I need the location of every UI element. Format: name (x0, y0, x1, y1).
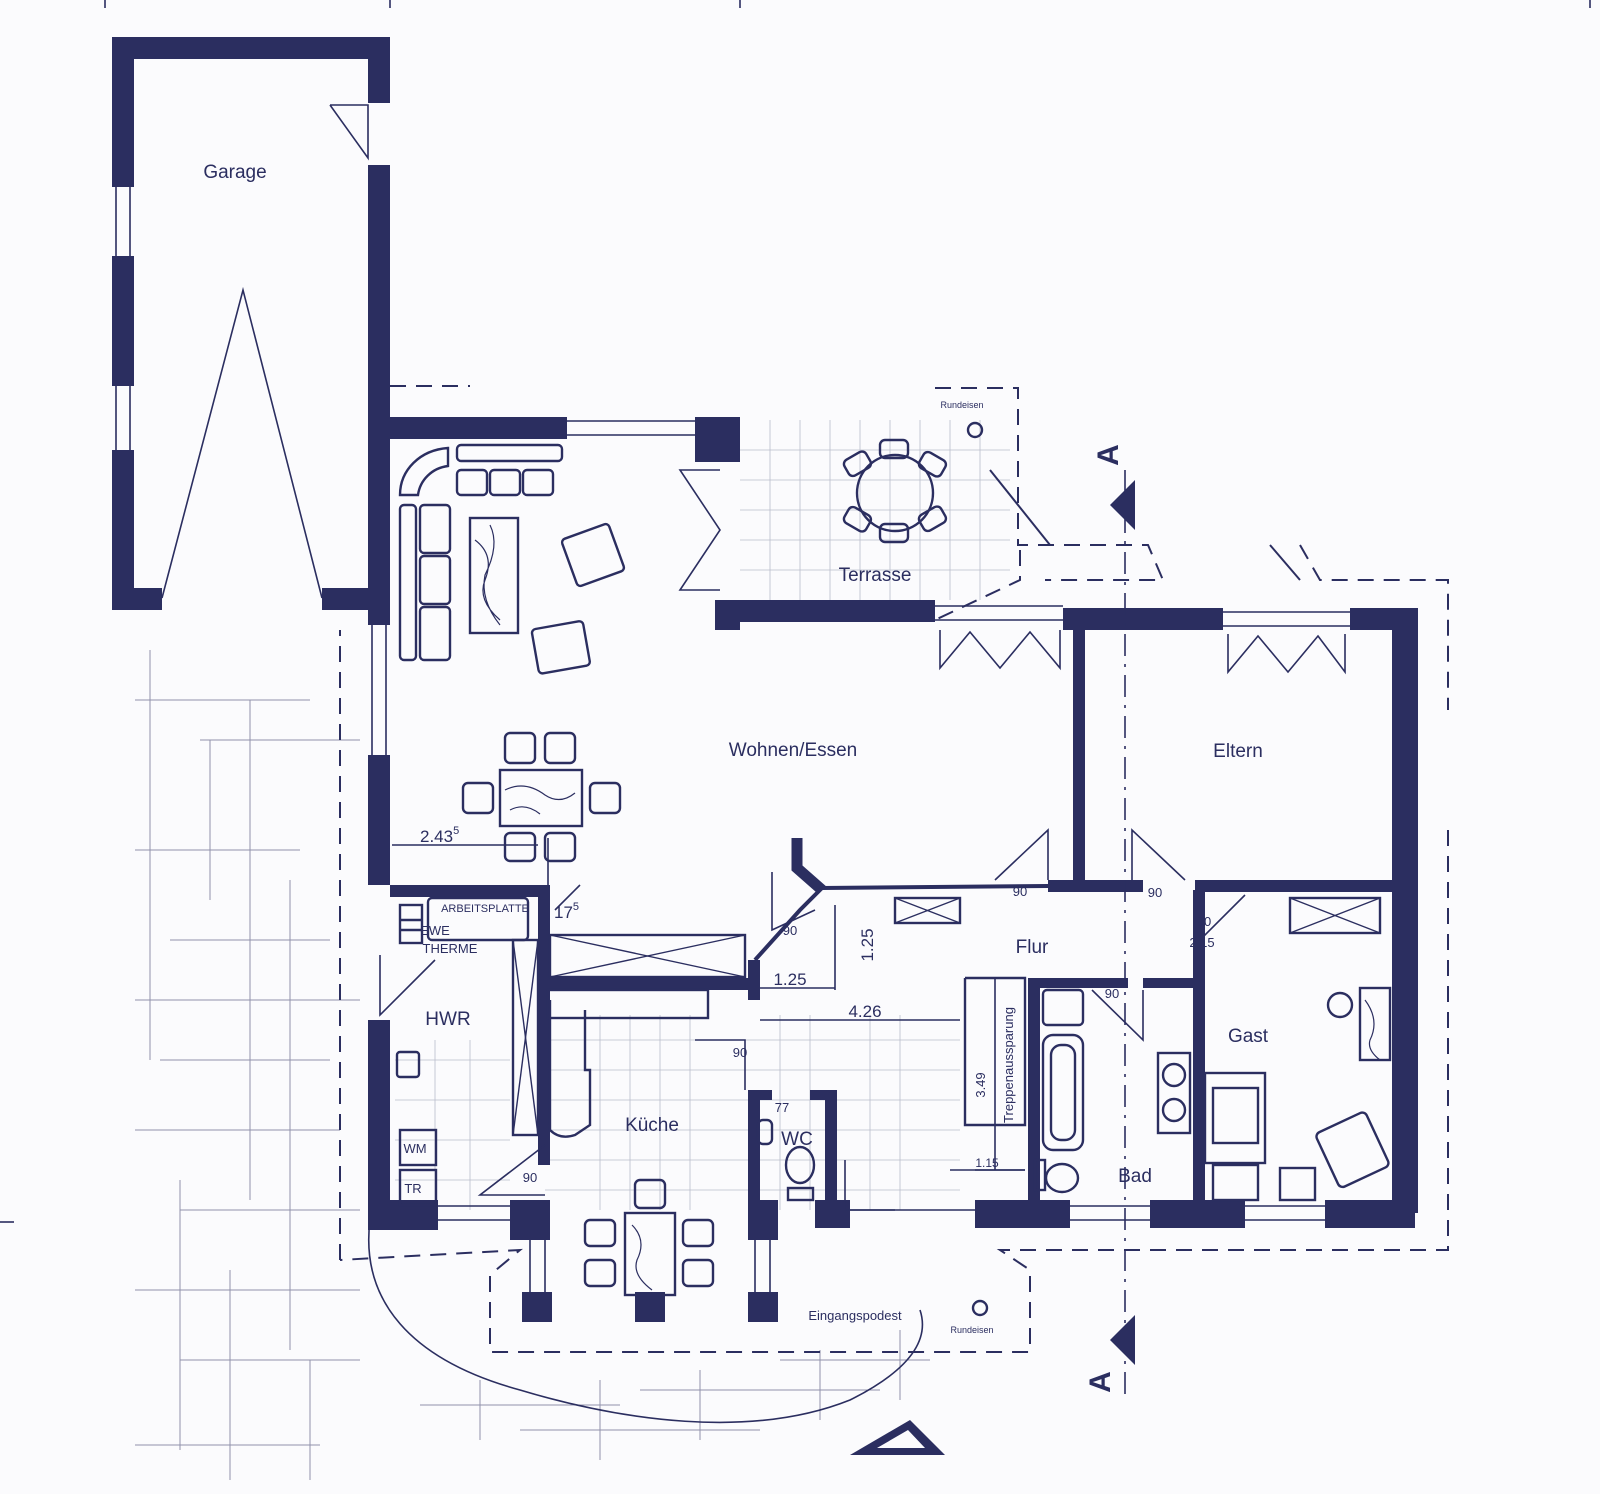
border-ticks (0, 0, 1591, 1223)
label-flur: Flur (1016, 937, 1049, 958)
dim-77: 77 (775, 1100, 789, 1115)
label-eingangspodest: Eingangspodest (808, 1308, 902, 1323)
label-garage: Garage (203, 162, 266, 183)
dim-90-flur-a: 90 (1013, 884, 1027, 899)
label-kueche: Küche (625, 1115, 679, 1136)
label-ewe: EWE (420, 923, 450, 938)
label-eltern: Eltern (1213, 741, 1263, 762)
dim-215: 2.15 (1189, 935, 1214, 950)
dim-125-vertical: 1.25 (858, 928, 877, 961)
dim-115: 1.15 (975, 1156, 999, 1170)
room-labels: Garage Terrasse Wohnen/Essen Eltern Flur… (203, 162, 1268, 1187)
label-wohnen-essen: Wohnen/Essen (729, 740, 858, 761)
dim-426: 4.26 (848, 1002, 881, 1021)
living-furniture (398, 443, 626, 863)
kitchen-furniture (395, 896, 816, 1297)
dim-349: 3.49 (973, 1072, 988, 1097)
label-treppenaussparung: Treppenaussparung (1001, 1007, 1016, 1123)
dim-90-wc: 90 (733, 1045, 747, 1060)
dim-125: 1.25 (773, 970, 806, 989)
walls (112, 37, 1418, 1322)
dim-90-kueche: 90 (523, 1170, 537, 1185)
terrace-table (842, 421, 984, 544)
bath-and-guest-furniture (893, 896, 1392, 1317)
label-arbeitsplatte: ARBEITSPLATTE (441, 903, 529, 915)
label-rundeisen-bottom: Rundeisen (950, 1325, 993, 1335)
label-hwr: HWR (425, 1009, 470, 1030)
dimension-lines (392, 838, 1025, 1171)
label-bad: Bad (1118, 1166, 1152, 1187)
tile-grid (135, 420, 1010, 1480)
dim-90-gast: 90 (1197, 914, 1211, 929)
label-tr: TR (404, 1181, 421, 1196)
label-wc: WC (781, 1129, 813, 1150)
label-terrasse: Terrasse (839, 565, 912, 586)
dashed-outlines (339, 385, 1449, 1400)
dim-90-flur-left: 90 (783, 923, 797, 938)
section-letter-top: A (1092, 444, 1125, 466)
label-therme: THERME (423, 941, 478, 956)
garden-path (368, 1219, 924, 1424)
angled-walls (753, 838, 1049, 962)
windows (115, 187, 1350, 1292)
dim-90-bad: 90 (1105, 986, 1119, 1001)
dimension-labels: 2.435 175 90 1.25 1.25 4.26 90 90 90 2.1… (420, 825, 1215, 1185)
dim-17: 175 (554, 901, 579, 922)
dim-243: 2.435 (420, 825, 459, 846)
dim-90-flur-b: 90 (1148, 885, 1162, 900)
label-rundeisen-top: Rundeisen (940, 400, 983, 410)
fixture-labels: ARBEITSPLATTE EWE THERME WM TR Treppenau… (403, 400, 1016, 1335)
section-letter-bottom: A (1084, 1371, 1117, 1393)
doors (161, 104, 1346, 1211)
section-letters: A A (1084, 444, 1125, 1393)
section-markers (850, 480, 1135, 1455)
label-gast: Gast (1228, 1026, 1269, 1047)
label-wm: WM (403, 1141, 426, 1156)
